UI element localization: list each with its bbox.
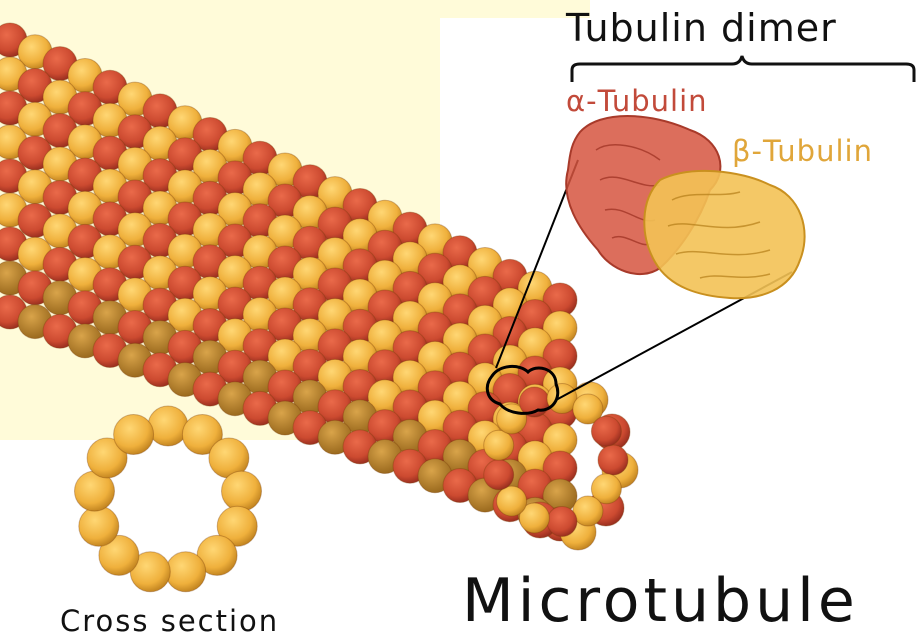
- open-end-subunit: [497, 486, 527, 516]
- microtubule-title: Microtubule: [462, 566, 859, 636]
- open-end-subunit: [484, 460, 514, 490]
- cross-section-subunit: [148, 406, 188, 446]
- cross-section-label: Cross section: [60, 604, 279, 638]
- cross-section-subunit: [166, 552, 206, 592]
- beta-tubulin-structure: [644, 171, 804, 298]
- cross-section-subunit: [222, 471, 262, 511]
- cross-section-subunit: [114, 415, 154, 455]
- open-end-subunit: [598, 445, 628, 475]
- tubulin-dimer-title: Tubulin dimer: [566, 6, 837, 50]
- alpha-tubulin-label: α-Tubulin: [566, 84, 708, 118]
- open-end-subunit: [547, 507, 577, 537]
- dimer-bracket: [572, 56, 914, 82]
- open-end-subunit: [591, 416, 621, 446]
- open-end-subunit: [484, 430, 514, 460]
- beta-tubulin-label: β-Tubulin: [732, 134, 873, 168]
- cross-section-subunit: [79, 506, 119, 546]
